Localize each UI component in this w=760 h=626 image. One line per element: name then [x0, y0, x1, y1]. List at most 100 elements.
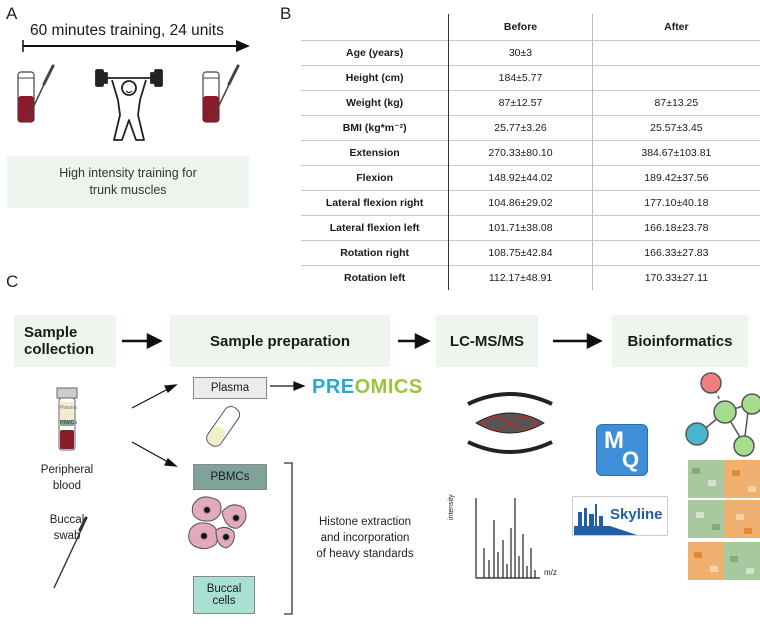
buccal-swab-icon: [53, 516, 88, 589]
row-label: Weight (kg): [301, 90, 449, 116]
after-value: 87±13.25: [591, 90, 760, 116]
table-row: Height (cm) 184±5.77: [301, 65, 760, 91]
row-label: Flexion: [301, 165, 449, 191]
row-label: BMI (kg*m⁻²): [301, 115, 449, 141]
row-label: Rotation left: [301, 265, 449, 290]
tube-label-plasma: Plasma: [60, 405, 77, 411]
before-value: 101.71±38.08: [448, 215, 593, 241]
table-row: Age (years) 30±3: [301, 40, 760, 66]
table-row: Weight (kg) 87±12.57 87±13.25: [301, 90, 760, 116]
blood-tube-icon: [17, 71, 35, 123]
panel-a-illustration: [17, 40, 250, 141]
histone-line2: and incorporation: [320, 532, 410, 544]
buccal-swab-label: Buccal swab: [30, 512, 104, 544]
histone-line1: Histone extraction: [318, 516, 412, 528]
after-value: [591, 65, 760, 91]
buccal-cells-line2: cells: [212, 595, 236, 607]
panel-label-b: B: [280, 4, 292, 23]
histone-extraction-label: Histone extraction and incorporation of …: [300, 514, 430, 562]
before-value: 270.33±80.10: [448, 140, 593, 166]
table-header-after: After: [591, 14, 760, 41]
bracket: [284, 462, 293, 615]
row-label: Rotation right: [301, 240, 449, 266]
before-value: 87±12.57: [448, 90, 593, 116]
before-value: 184±5.77: [448, 65, 593, 91]
pbmcs-box: PBMCs: [193, 464, 267, 490]
row-label: Age (years): [301, 40, 449, 66]
weightlifter-icon: [95, 69, 163, 141]
plasma-box: Plasma: [193, 377, 267, 399]
row-label: Height (cm): [301, 65, 449, 91]
pbmc-cells-icon: [188, 496, 247, 550]
table-header-before: Before: [448, 14, 593, 41]
after-value: 384.67±103.81: [591, 140, 760, 166]
table-row: Rotation left 112.17±48.91 170.33±27.11: [301, 265, 760, 290]
maxquant-logo: M Q: [596, 424, 648, 476]
spectrum-x-label: m/z: [544, 568, 557, 577]
characteristics-table: Before After Age (years) 30±3 Height (cm…: [301, 14, 760, 290]
before-value: 30±3: [448, 40, 593, 66]
table-row: Lateral flexion right 104.86±29.02 177.1…: [301, 190, 760, 216]
table-row: Flexion 148.92±44.02 189.42±37.56: [301, 165, 760, 191]
peripheral-blood-line2: blood: [52, 480, 82, 492]
maxquant-m: M: [604, 427, 624, 454]
skyline-logo-text: Skyline: [610, 506, 663, 523]
panel-label-a: A: [6, 4, 18, 23]
maxquant-q: Q: [622, 447, 640, 472]
training-caption-box: High intensity training for trunk muscle…: [7, 156, 249, 208]
buccal-swab-line1: Buccal: [49, 514, 85, 526]
after-value: 189.42±37.56: [591, 165, 760, 191]
row-label: Lateral flexion left: [301, 215, 449, 241]
step-lcms: LC-MS/MS: [436, 315, 538, 367]
after-value: 166.18±23.78: [591, 215, 760, 241]
preomics-logo-part1: PRE: [312, 376, 355, 398]
heatmap-icon: [688, 460, 760, 580]
peripheral-blood-label: Peripheral blood: [30, 462, 104, 494]
orbitrap-icon: [467, 392, 553, 454]
table-row: Extension 270.33±80.10 384.67±103.81: [301, 140, 760, 166]
training-caption-line1: High intensity training for: [59, 166, 197, 180]
buccal-cells-box: Buccal cells: [193, 576, 255, 614]
needle-icon: [27, 64, 55, 119]
step-bioinformatics: Bioinformatics: [612, 315, 748, 367]
training-caption-line2: trunk muscles: [89, 183, 167, 197]
panel-label-c: C: [6, 272, 19, 291]
after-value: 170.33±27.11: [591, 265, 760, 290]
network-graph-icon: [685, 372, 760, 457]
step-collection-line2: collection: [24, 341, 95, 358]
timeline-label: 60 minutes training, 24 units: [30, 22, 224, 39]
step-sample-preparation: Sample preparation: [170, 315, 390, 367]
step-arrow-icon: [122, 332, 603, 350]
needle-icon: [212, 64, 240, 119]
tube-label-pbmcs: PBMCs: [60, 420, 77, 426]
mass-spectrum-icon: [475, 498, 540, 579]
table-row: Rotation right 108.75±42.84 166.33±27.83: [301, 240, 760, 266]
flow-arrow-icon: [131, 381, 306, 467]
before-value: 108.75±42.84: [448, 240, 593, 266]
row-label: Extension: [301, 140, 449, 166]
row-label: Lateral flexion right: [301, 190, 449, 216]
before-value: 25.77±3.26: [448, 115, 593, 141]
table-row: BMI (kg*m⁻²) 25.77±3.26 25.57±3.45: [301, 115, 760, 141]
preomics-logo-part2: OMICS: [354, 376, 423, 398]
before-value: 112.17±48.91: [448, 265, 593, 290]
collection-tube-icon: [56, 387, 78, 451]
buccal-cells-line1: Buccal: [206, 583, 242, 595]
spectrum-y-label: intensity: [448, 494, 455, 520]
histone-line3: of heavy standards: [316, 548, 414, 560]
after-value: 25.57±3.45: [591, 115, 760, 141]
plasma-tube-icon: [206, 406, 241, 447]
step-collection-line1: Sample: [24, 324, 78, 341]
before-value: 104.86±29.02: [448, 190, 593, 216]
after-value: 166.33±27.83: [591, 240, 760, 266]
peripheral-blood-line1: Peripheral: [40, 464, 94, 476]
preomics-logo: PREOMICS: [312, 376, 423, 399]
table-row: Lateral flexion left 101.71±38.08 166.18…: [301, 215, 760, 241]
table-header-row: Before After: [301, 14, 760, 41]
buccal-swab-line2: swab: [53, 530, 81, 542]
after-value: [591, 40, 760, 66]
skyline-logo-icon: [574, 504, 640, 536]
step-sample-collection: Sample collection: [14, 315, 116, 367]
skyline-logo-frame: [572, 496, 668, 536]
after-value: 177.10±40.18: [591, 190, 760, 216]
